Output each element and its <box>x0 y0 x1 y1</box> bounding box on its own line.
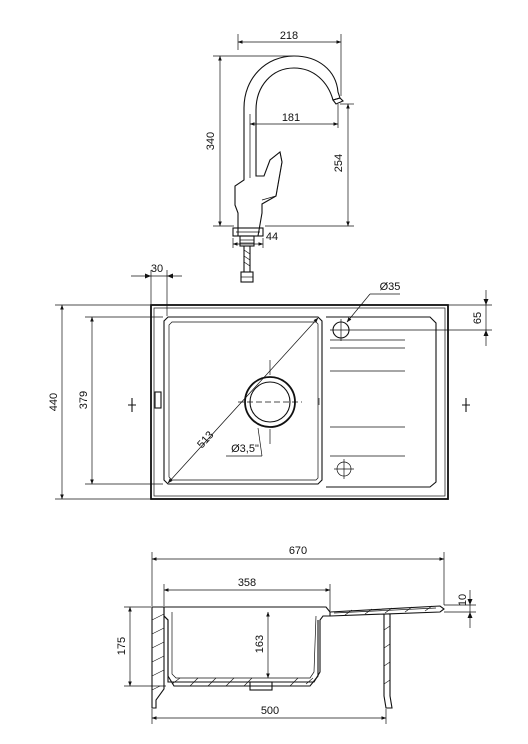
drain-label: Ø3,5" <box>231 443 259 455</box>
faucet-view: 218 340 181 254 44 <box>205 30 354 283</box>
faucet-spout-height-label: 254 <box>333 154 345 172</box>
faucet-connector <box>239 235 255 247</box>
sink-width-label: 440 <box>48 393 60 411</box>
dim-513-line <box>167 317 319 484</box>
side-bowl-outer <box>163 615 319 687</box>
side-drain-spigot <box>249 681 273 691</box>
side-left-wall <box>151 606 165 709</box>
bowl-height-label: 379 <box>78 391 90 409</box>
diagonal-label: 513 <box>195 429 216 451</box>
faucet-base-label: 44 <box>266 231 278 243</box>
overall-length-label: 670 <box>289 545 307 557</box>
drainer-offset-label: 30 <box>151 263 163 275</box>
side-right-leg <box>383 613 393 709</box>
sink-drainer <box>326 316 437 488</box>
rim-thickness-label: 10 <box>457 594 469 606</box>
side-bowl-width-label: 358 <box>238 577 256 589</box>
faucet-lever <box>261 151 283 201</box>
tap-hole-label: Ø35 <box>380 281 401 293</box>
faucet-width-label: 218 <box>280 30 298 42</box>
sink-top-view: 513 Ø3,5" Ø35 30 440 379 65 <box>48 263 492 500</box>
section-mark-left <box>128 398 136 412</box>
bowl-depth-label: 163 <box>254 635 266 653</box>
sink-bowl <box>163 316 323 485</box>
tap-hole-offset-label: 65 <box>472 312 484 324</box>
faucet-spout-tip <box>332 97 344 105</box>
faucet-reach-label: 181 <box>282 112 300 124</box>
sink-side-view: 670 358 10 175 163 500 <box>116 545 476 724</box>
side-bowl-section <box>163 606 331 683</box>
side-drainer-board <box>329 605 445 617</box>
side-depth-label: 175 <box>116 637 128 655</box>
sink-outer-rim <box>150 304 449 500</box>
faucet-height-label: 340 <box>205 132 217 150</box>
faucet-outline <box>234 55 341 237</box>
base-width-label: 500 <box>261 705 279 717</box>
section-mark-right <box>462 398 470 412</box>
overflow-slot <box>154 391 162 409</box>
